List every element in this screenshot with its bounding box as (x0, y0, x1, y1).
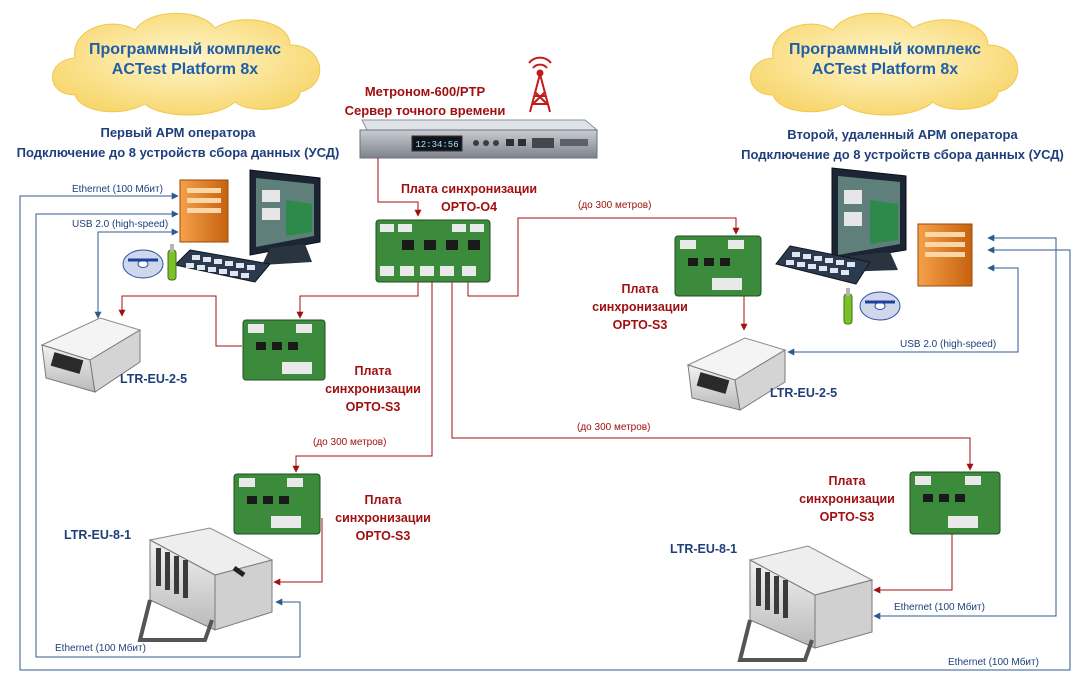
arm1-line1: Первый АРМ оператора (100, 125, 256, 140)
opto-s3-d-line1: Плата (828, 474, 866, 488)
arm1-label: Первый АРМ оператора Подключение до 8 ус… (8, 123, 348, 163)
opto-s3-a-line2: синхронизации (325, 382, 421, 396)
opto-s3-d-line3: OPTO-S3 (819, 510, 875, 524)
opto-o4-line2: OPTO-O4 (440, 200, 498, 214)
opto-s3-label-b: Плата синхронизации OPTO-S3 (575, 280, 705, 334)
data-lines (19, 192, 1071, 671)
ltr-eu-8-1-left-device (137, 527, 274, 642)
ltr-eu-2-5-left-device (40, 317, 142, 393)
ltr-eu-2-5-left-label: LTR-EU-2-5 (120, 372, 188, 386)
arm1-line2: Подключение до 8 устройств сбора данных … (16, 145, 340, 160)
operator-pc-right (775, 167, 973, 287)
server-line2: Сервер точного времени (344, 103, 506, 118)
opto-s3-a-line1: Плата (354, 364, 392, 378)
cloud-right (750, 12, 1019, 116)
cloud-right-line1: Программный комплекс (788, 41, 982, 58)
usb-dongle-icon (843, 288, 853, 325)
software-disc-icon (122, 249, 164, 279)
usb-dongle-icon (167, 244, 177, 281)
usb-right-label: USB 2.0 (high-speed) (900, 339, 997, 350)
server-label: Метроном-600/PTP Сервер точного времени (330, 82, 520, 120)
time-server-device (359, 119, 599, 159)
arm2-line2: Подключение до 8 устройств сбора данных … (741, 147, 1064, 162)
opto-s3-c-line1: Плата (364, 493, 402, 507)
ltr-eu-2-5-right-label: LTR-EU-2-5 (770, 386, 838, 400)
cloud-left-line1: Программный комплекс (88, 41, 282, 58)
ethernet-right-mid-label: Ethernet (100 Мбит) (894, 602, 985, 613)
cloud-left-title: Программный комплекс ACTest Platform 8x (70, 40, 300, 80)
arm2-label: Второй, удаленный АРМ оператора Подключе… (725, 125, 1080, 165)
opto-s3-label-d: Плата синхронизации OPTO-S3 (782, 472, 912, 526)
server-line1: Метроном-600/PTP (364, 84, 486, 99)
opto-s3-b-line1: Плата (621, 282, 659, 296)
server-display-text: 12:34:56 (415, 140, 458, 150)
opto-o4-board (375, 219, 491, 283)
ethernet-bottom-right-label: Ethernet (100 Мбит) (948, 657, 1039, 668)
cloud-right-title: Программный комплекс ACTest Platform 8x (770, 40, 1000, 80)
opto-s3-label-a: Плата синхронизации OPTO-S3 (308, 362, 438, 416)
distance-top-right-label: (до 300 метров) (578, 200, 652, 211)
opto-s3-board-c (233, 473, 321, 535)
opto-o4-label: Плата синхронизации OPTO-O4 (384, 180, 554, 216)
ltr-eu-8-1-right-label: LTR-EU-8-1 (670, 542, 738, 556)
distance-mid-left-label: (до 300 метров) (313, 437, 387, 448)
opto-s3-a-line3: OPTO-S3 (345, 400, 401, 414)
operator-pc-left (173, 169, 321, 283)
opto-s3-c-line2: синхронизации (335, 511, 431, 525)
cloud-left-line2: ACTest Platform 8x (111, 61, 259, 78)
opto-s3-board-d (909, 471, 1001, 535)
opto-s3-d-line2: синхронизации (799, 492, 895, 506)
cloud-right-line2: ACTest Platform 8x (811, 61, 959, 78)
software-disc-icon (859, 291, 901, 321)
ltr-eu-2-5-right-device (686, 337, 787, 411)
usb-left-label: USB 2.0 (high-speed) (72, 219, 169, 230)
ltr-eu-8-1-left-label: LTR-EU-8-1 (64, 528, 132, 542)
arm2-line1: Второй, удаленный АРМ оператора (787, 127, 1018, 142)
ltr-eu-8-1-right-device (737, 545, 874, 662)
radio-tower-icon (528, 56, 552, 113)
ethernet-bottom-left-label: Ethernet (100 Мбит) (55, 643, 146, 654)
distance-mid-right-label: (до 300 метров) (577, 422, 651, 433)
opto-s3-b-line3: OPTO-S3 (612, 318, 668, 332)
cloud-left (52, 12, 321, 116)
opto-s3-c-line3: OPTO-S3 (355, 529, 411, 543)
opto-s3-b-line2: синхронизации (592, 300, 688, 314)
opto-o4-line1: Плата синхронизации (400, 182, 538, 196)
opto-s3-label-c: Плата синхронизации OPTO-S3 (318, 491, 448, 545)
ethernet-top-left-label: Ethernet (100 Мбит) (72, 184, 163, 195)
